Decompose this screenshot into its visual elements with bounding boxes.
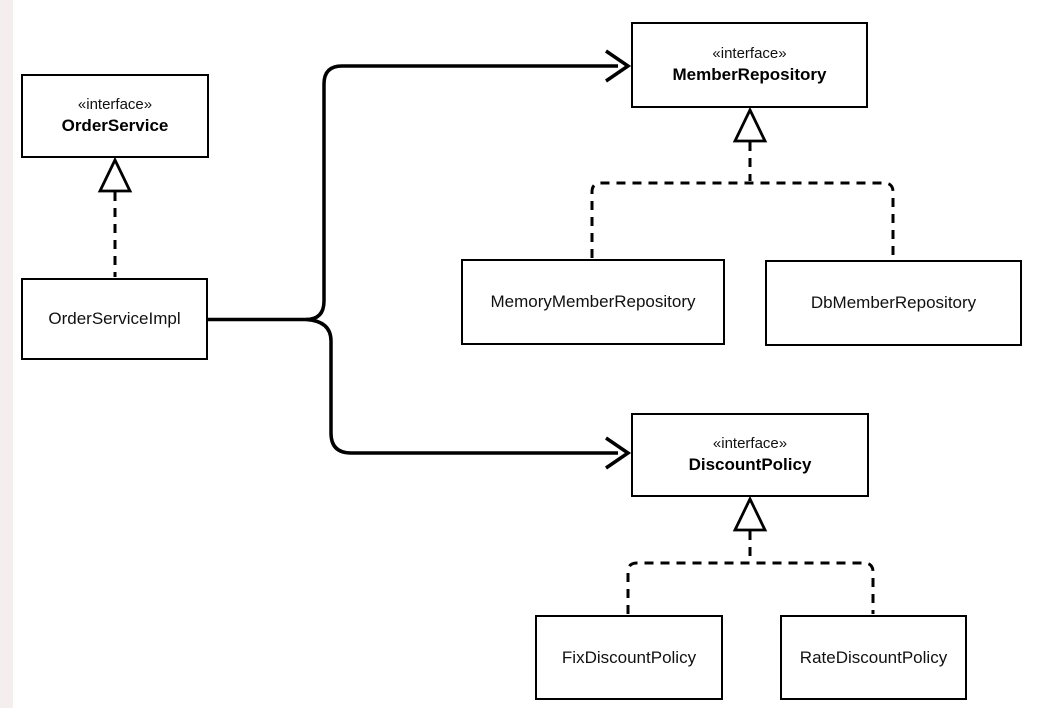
realization-branch-to-discountpolicy: [626, 531, 875, 614]
hollow-triangle-icon: [732, 106, 768, 143]
class-name-label: OrderServiceImpl: [48, 309, 181, 329]
class-name-label: DiscountPolicy: [688, 454, 812, 474]
class-box-memberrepository: «interface» MemberRepository: [631, 22, 868, 108]
class-name-label: OrderService: [61, 115, 169, 135]
realization-orderserviceimpl-to-orderservice: [97, 156, 133, 277]
stereotype-label: «interface»: [77, 96, 153, 113]
class-box-dbmemberrepository: DbMemberRepository: [765, 260, 1022, 346]
open-arrowhead-icon: [605, 49, 632, 83]
class-name-label: RateDiscountPolicy: [799, 647, 948, 667]
hollow-triangle-icon: [97, 156, 133, 193]
dependency-arrow-orderserviceimpl-to-discountpolicy: [305, 317, 632, 470]
hollow-triangle-icon: [732, 495, 768, 532]
stereotype-label: «interface»: [712, 45, 787, 62]
class-name-label: FixDiscountPolicy: [561, 647, 697, 667]
class-name-label: MemberRepository: [672, 64, 827, 84]
stereotype-label: «interface»: [712, 435, 788, 452]
realization-branch-to-memberrepository: [590, 142, 895, 259]
class-box-orderservice: «interface» OrderService: [21, 74, 209, 158]
left-edge-strip: [0, 0, 13, 708]
class-box-fixdiscountpolicy: FixDiscountPolicy: [535, 615, 723, 700]
class-box-discountpolicy: «interface» DiscountPolicy: [631, 413, 869, 497]
class-box-orderserviceimpl: OrderServiceImpl: [21, 278, 208, 360]
open-arrowhead-icon: [605, 436, 632, 470]
dependency-arrow-orderserviceimpl-to-memberrepository: [208, 49, 632, 322]
class-name-label: DbMemberRepository: [810, 293, 977, 313]
class-name-label: MemoryMemberRepository: [490, 292, 696, 312]
class-box-ratediscountpolicy: RateDiscountPolicy: [780, 615, 967, 700]
class-box-memorymemberrepository: MemoryMemberRepository: [461, 259, 725, 345]
